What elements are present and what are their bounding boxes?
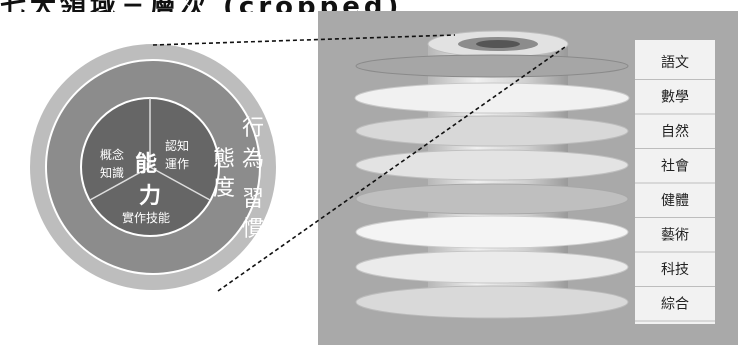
cognitive-operation-line2: 運作 [165, 157, 189, 171]
concentric-circle-diagram: 概念 知識 能 力 認知 運作 實作技能 態 度 行 為 習 慣 [28, 42, 278, 292]
subject-label: 數學 [661, 90, 689, 106]
top-cropped-text: 七大領域三層次 (cropped) [0, 0, 739, 12]
subject-label: 藝術 [661, 228, 689, 244]
disc-7 [355, 250, 629, 284]
subject-label: 綜合 [661, 297, 689, 313]
subject-label: 健體 [661, 193, 689, 209]
attitude-char2: 度 [213, 176, 235, 201]
disc-3 [355, 115, 629, 147]
disc-5 [355, 183, 629, 215]
core-divider-left [89, 166, 151, 201]
habit-char3: 習 [242, 187, 264, 212]
core-divider-right [149, 166, 211, 201]
top-text: 七大領域三層次 (cropped) [0, 0, 402, 12]
disc-2 [354, 82, 630, 114]
disc-layers [354, 54, 630, 319]
ability-char1: 能 [135, 151, 157, 177]
subject-label: 社會 [661, 159, 689, 175]
cylinder-top-mark-inner [476, 40, 520, 48]
subject-label: 科技 [661, 262, 689, 278]
attitude-char1: 態 [213, 147, 235, 172]
disc-1 [355, 54, 629, 78]
practical-skill-label: 實作技能 [122, 210, 170, 225]
connector-line-top [152, 34, 456, 46]
habit-char4: 慣 [242, 217, 264, 242]
subject-label: 語文 [661, 55, 689, 71]
concept-knowledge-line1: 概念 [100, 147, 124, 162]
disc-4 [355, 149, 629, 181]
subject-label: 自然 [661, 123, 689, 140]
habit-char2: 為 [242, 147, 264, 172]
habit-char1: 行 [242, 116, 264, 141]
disc-8 [355, 285, 629, 319]
cognitive-operation-line1: 認知 [165, 138, 189, 153]
disc-6 [355, 215, 629, 249]
subject-labels-bg [635, 40, 715, 324]
ability-char2: 力 [139, 184, 161, 209]
connector-line-diagonal [217, 46, 566, 292]
concept-knowledge-line2: 知識 [100, 166, 124, 180]
